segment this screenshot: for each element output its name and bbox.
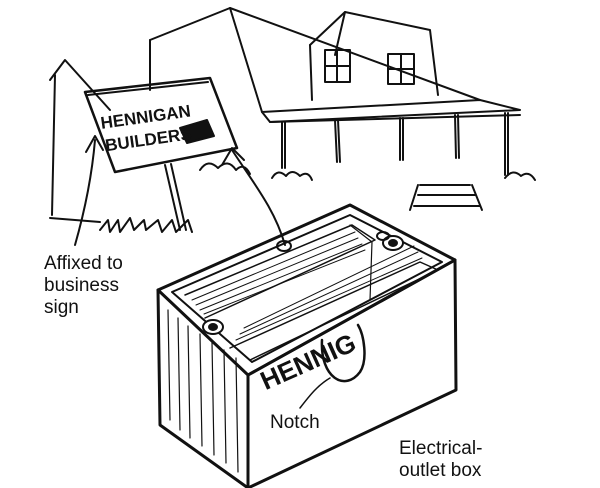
box-card-lettering: HENNIG bbox=[256, 327, 361, 396]
label-electrical-outlet-box: Electrical- outlet box bbox=[399, 438, 483, 481]
label-notch: Notch bbox=[270, 412, 320, 433]
outlet-box bbox=[156, 203, 458, 488]
label-affixed-to-business-sign: Affixed to business sign bbox=[44, 253, 123, 318]
house bbox=[49, 7, 536, 223]
arrow-to-sign bbox=[221, 147, 286, 246]
arrow-affixed bbox=[74, 135, 104, 246]
business-sign bbox=[83, 76, 239, 233]
